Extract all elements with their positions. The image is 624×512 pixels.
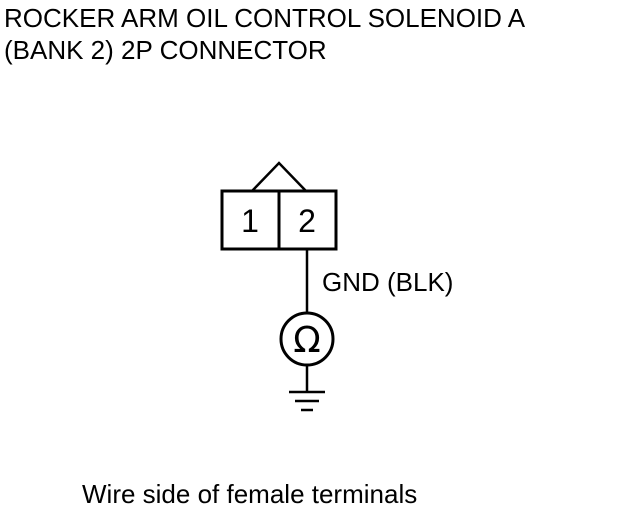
ground-icon bbox=[289, 390, 325, 412]
terminal-1-label: 1 bbox=[241, 203, 259, 239]
diagram-caption: Wire side of female terminals bbox=[82, 479, 418, 509]
connector-lock-tab bbox=[251, 161, 307, 192]
ohmmeter-icon: Ω bbox=[279, 311, 335, 367]
diagram-title: ROCKER ARM OIL CONTROL SOLENOID A (BANK … bbox=[4, 2, 525, 66]
wire-label: GND (BLK) bbox=[322, 267, 454, 297]
ohm-symbol: Ω bbox=[293, 320, 321, 361]
title-line-2: (BANK 2) 2P CONNECTOR bbox=[4, 35, 327, 65]
terminal-2-label: 2 bbox=[298, 203, 316, 239]
title-line-1: ROCKER ARM OIL CONTROL SOLENOID A bbox=[4, 3, 526, 33]
